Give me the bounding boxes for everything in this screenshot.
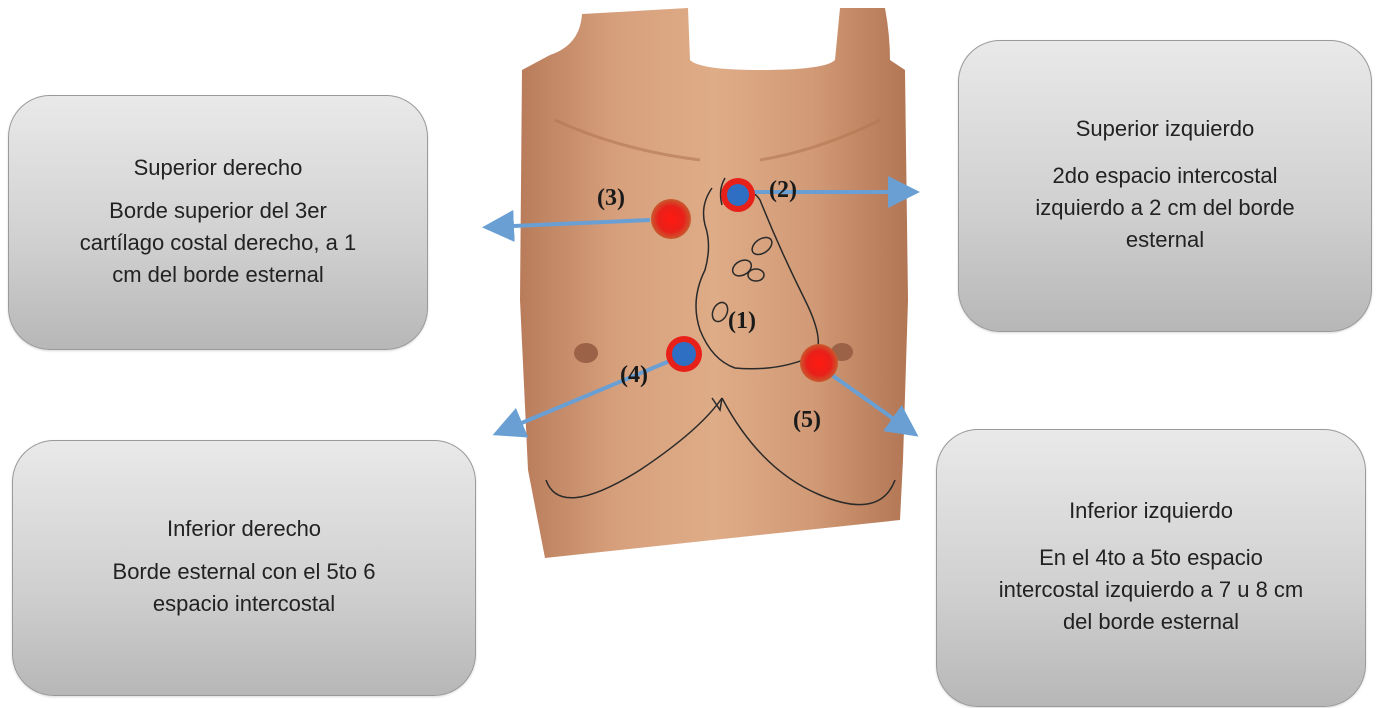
right-nipple [574, 343, 598, 363]
callout-description: Borde esternal con el 5to 6 espacio inte… [94, 556, 394, 620]
focus-marker-5 [800, 344, 838, 382]
focus-marker-3 [651, 199, 691, 239]
focus-label-4: (4) [620, 362, 648, 388]
callout-inferior-derecho: Inferior derecho Borde esternal con el 5… [12, 440, 476, 696]
focus-label-1: (1) [728, 308, 756, 334]
callout-title: Inferior derecho [167, 516, 321, 542]
focus-label-2: (2) [769, 177, 797, 203]
callout-title: Superior derecho [134, 155, 303, 181]
focus-label-3: (3) [597, 185, 625, 211]
callout-description: 2do espacio intercostal izquierdo a 2 cm… [1015, 160, 1315, 256]
focus-marker-4-core [672, 342, 696, 366]
callout-superior-izquierdo: Superior izquierdo 2do espacio intercost… [958, 40, 1372, 332]
callout-description: Borde superior del 3er cartílago costal … [68, 195, 368, 291]
torso [520, 8, 908, 558]
callout-title: Inferior izquierdo [1069, 498, 1233, 524]
callout-superior-derecho: Superior derecho Borde superior del 3er … [8, 95, 428, 350]
callout-title: Superior izquierdo [1076, 116, 1255, 142]
callout-inferior-izquierdo: Inferior izquierdo En el 4to a 5to espac… [936, 429, 1366, 707]
focus-marker-2-core [727, 184, 749, 206]
callout-description: En el 4to a 5to espacio intercostal izqu… [986, 542, 1316, 638]
focus-label-5: (5) [793, 407, 821, 433]
